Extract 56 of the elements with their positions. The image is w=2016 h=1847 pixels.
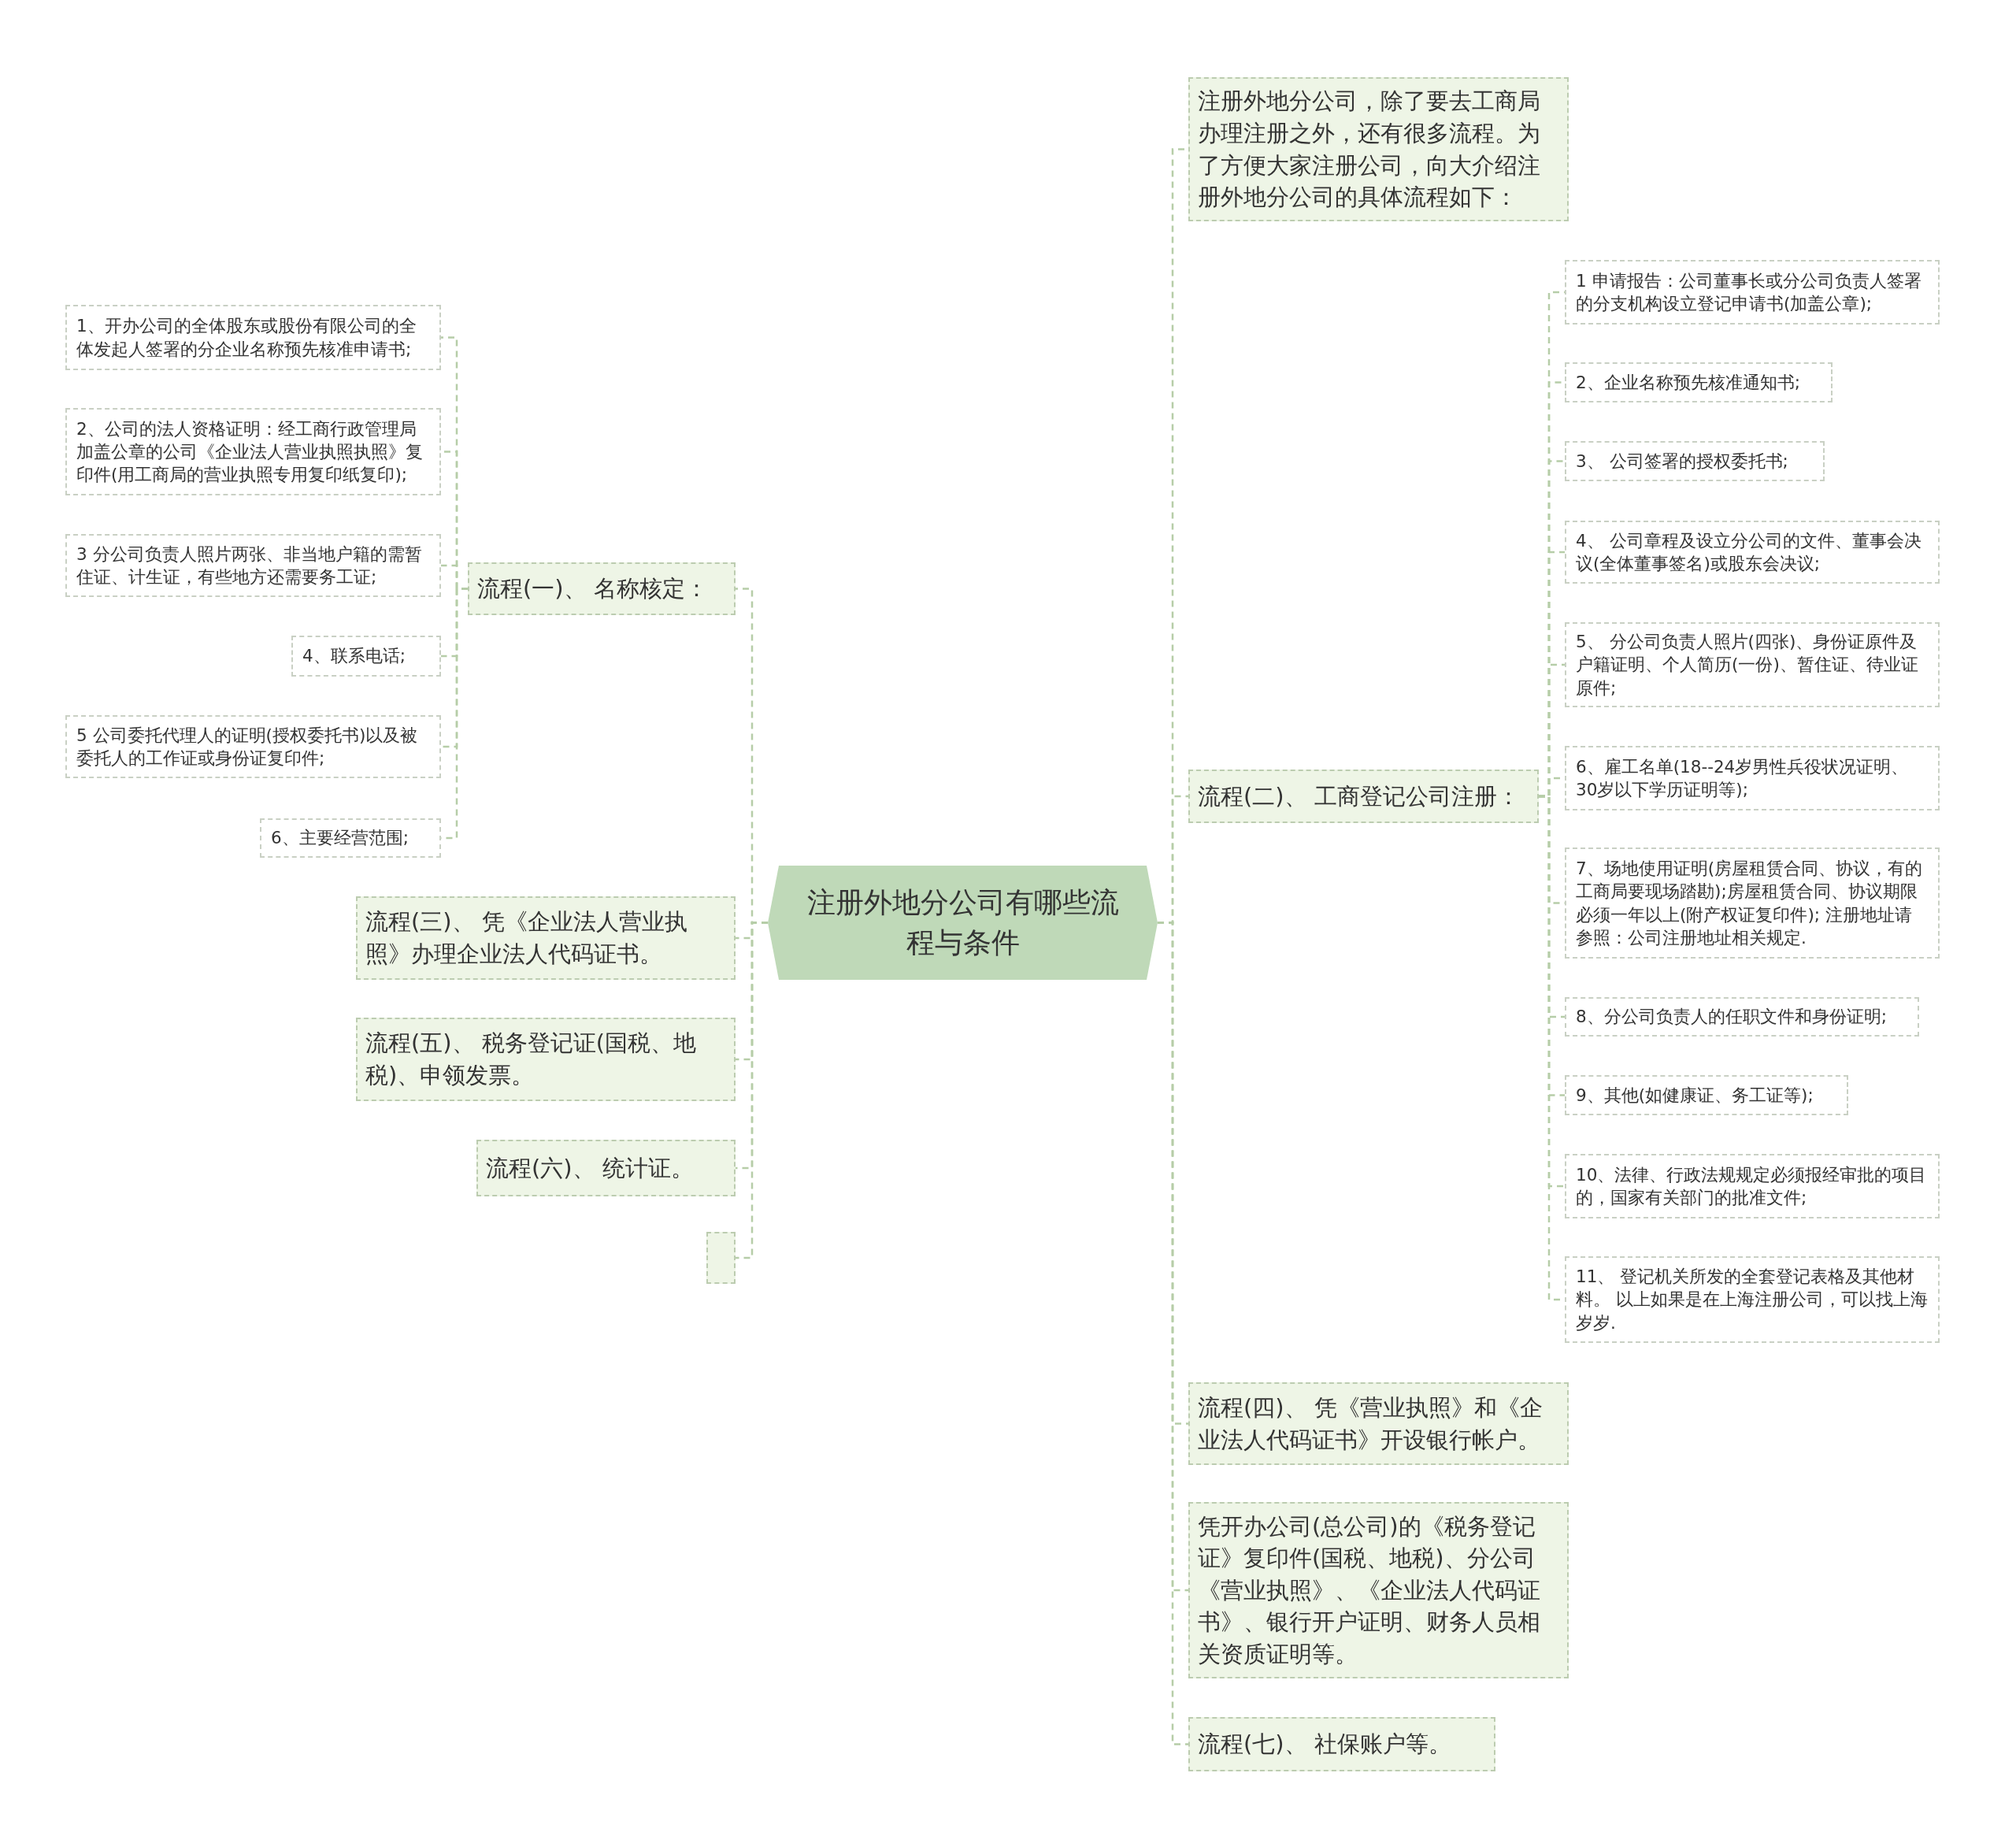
topic-text: 流程(六)、 统计证。 — [486, 1153, 694, 1183]
topic-text: 3、 公司签署的授权委托书; — [1576, 451, 1788, 473]
topic-text: 流程(二)、 工商登记公司注册： — [1198, 781, 1520, 811]
topic-box — [356, 1018, 736, 1101]
topic-text: 注册外地分公司，除了要去工商局办理注册之外，还有很多流程。为了方便大家注册公司，向大介绍注册外地分公司的具体流程如下： — [1198, 87, 1541, 213]
topic-text: 9、其他(如健康证、务工证等); — [1576, 1085, 1814, 1107]
subtopic-box — [1565, 746, 1940, 810]
topic-text: 8、分公司负责人的任职文件和身份证明; — [1576, 1006, 1887, 1029]
topic-text: 流程(五)、 税务登记证(国税、地税)、申领发票。 — [365, 1029, 698, 1090]
topic-text: 流程(七)、 社保账户等。 — [1198, 1730, 1451, 1760]
topic-text: 流程(四)、 凭《营业执照》和《企业法人代码证书》开设银行帐户。 — [1198, 1393, 1544, 1455]
topic-box — [1188, 770, 1539, 823]
central-topic-title: 注册外地分公司有哪些流程与条件 — [806, 885, 1120, 960]
topic-text: 2、企业名称预先核准通知书; — [1576, 372, 1800, 394]
topic-text: 10、法律、行政法规规定必须报经审批的项目的，国家有关部门的批准文件; — [1576, 1164, 1928, 1209]
topic-text: 6、主要经营范围; — [271, 827, 409, 850]
topic-text: 1、开办公司的全体股东或股份有限公司的全体发起人签署的分企业名称预先核准申请书; — [76, 315, 417, 361]
subtopic-box — [1565, 847, 1940, 959]
subtopic-box — [1565, 441, 1825, 481]
topic-text: 6、雇工名单(18--24岁男性兵役状况证明、30岁以下学历证明等); — [1576, 756, 1910, 801]
subtopic-box — [260, 818, 441, 858]
subtopic-box — [65, 305, 441, 370]
subtopic-box — [65, 534, 441, 597]
subtopic-box — [1565, 521, 1940, 584]
topic-box — [1188, 1382, 1569, 1465]
topic-box — [476, 1140, 736, 1196]
topic-box — [356, 896, 736, 980]
topic-text: 1 申请报告：公司董事长或分公司负责人签署的分支机构设立登记申请书(加盖公章); — [1576, 270, 1922, 315]
topic-text: 4、联系电话; — [302, 645, 406, 668]
subtopic-box — [1565, 362, 1833, 402]
empty-topic-box — [706, 1232, 736, 1284]
subtopic-box — [1565, 260, 1940, 325]
subtopic-box — [1565, 1256, 1940, 1343]
topic-text: 凭开办公司(总公司)的《税务登记证》复印件(国税、地税)、分公司《营业执照》、《企业法人代码证书》、银行开户证明、财务人员相关资质证明等。 — [1198, 1511, 1541, 1669]
topic-text: 4、 公司章程及设立分公司的文件、董事会决议(全体董事签名)或股东会决议; — [1576, 530, 1922, 575]
topic-text: 流程(一)、 名称核定： — [477, 574, 708, 604]
topic-box — [1188, 1502, 1569, 1678]
subtopic-box — [291, 636, 441, 677]
topic-text: 3 分公司负责人照片两张、非当地户籍的需暂住证、计生证，有些地方还需要务工证; — [76, 543, 423, 588]
topic-text: 流程(三)、 凭《企业法人营业执照》办理企业法人代码证书。 — [365, 907, 688, 969]
topic-text: 5 公司委托代理人的证明(授权委托书)以及被委托人的工作证或身份证复印件; — [76, 725, 419, 770]
subtopic-box — [1565, 1154, 1940, 1218]
topic-text: 5、 分公司负责人照片(四张)、身份证原件及户籍证明、个人简历(一份)、暂住证、待业证原件; — [1576, 631, 1919, 699]
subtopic-box — [1565, 997, 1919, 1037]
subtopic-box — [1565, 622, 1940, 707]
topic-text: 2、公司的法人资格证明：经工商行政管理局加盖公章的公司《企业法人营业执照执照》复印件(用工商局的营业执照专用复印纸复印); — [76, 417, 424, 486]
central-topic — [768, 866, 1158, 980]
topic-box — [468, 562, 736, 615]
topic-text: 11、 登记机关所发的全套登记表格及其他材料。 以上如果是在上海注册公司，可以找上海岁岁. — [1576, 1266, 1929, 1334]
connector — [736, 922, 768, 1259]
subtopic-box — [65, 408, 441, 495]
subtopic-box — [1565, 1075, 1848, 1115]
subtopic-box — [65, 715, 441, 778]
topic-text: 7、场地使用证明(房屋租赁合同、协议，有的工商局要现场踏勘);房屋租赁合同、协议期限必须一年以上(附产权证复印件); 注册地址请参照：公司注册地址相关规定. — [1576, 858, 1924, 949]
topic-box — [1188, 77, 1569, 221]
topic-box — [1188, 1717, 1495, 1771]
